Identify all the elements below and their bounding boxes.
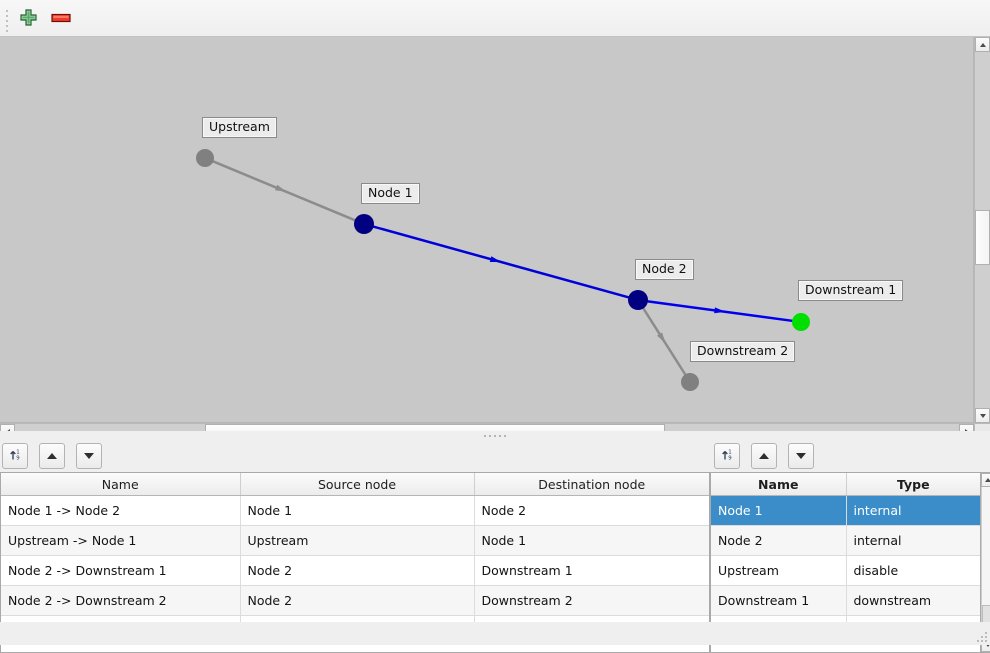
table-cell[interactable]: Downstream 2 <box>474 585 709 616</box>
add-node-button[interactable] <box>16 8 40 30</box>
table-cell[interactable]: internal <box>846 525 980 556</box>
node-label-text: Node 1 <box>368 185 413 200</box>
graph-node-node2[interactable] <box>628 290 648 310</box>
toolbar-drag-handle[interactable] <box>6 10 10 32</box>
table-cell[interactable]: Upstream <box>711 555 847 586</box>
nodes-move-up-button[interactable] <box>750 443 777 469</box>
scroll-up-button[interactable] <box>975 37 990 52</box>
nodes-sort-button[interactable]: 1 9 <box>714 443 740 469</box>
table-cell[interactable]: Downstream 1 <box>711 585 847 616</box>
graph-node-label-upstream[interactable]: Upstream <box>202 117 277 138</box>
triangle-down-icon <box>795 453 806 459</box>
column-header-name[interactable]: Name <box>711 473 847 496</box>
table-cell[interactable]: Node 2 -> Downstream 2 <box>1 585 241 616</box>
sort-arrow-icon: 1 9 <box>8 447 23 465</box>
graph-edge-arrow <box>274 184 287 192</box>
node-label-text: Node 2 <box>642 261 687 276</box>
edges-sort-button[interactable]: 1 9 <box>2 443 28 469</box>
edges-move-down-button[interactable] <box>75 443 102 469</box>
triangle-up-icon <box>46 453 57 459</box>
nodes-toolbar: 1 9 <box>714 443 821 469</box>
plus-icon <box>19 8 38 30</box>
scrollbar-track[interactable] <box>981 487 990 639</box>
column-header-destination-node[interactable]: Destination node <box>474 473 709 496</box>
svg-text:9: 9 <box>16 455 20 461</box>
node-label-text: Downstream 2 <box>697 343 789 358</box>
table-cell[interactable]: Node 2 <box>711 525 847 556</box>
minus-icon <box>51 12 71 27</box>
table-cell[interactable]: Upstream -> Node 1 <box>1 525 241 556</box>
table-cell[interactable]: Node 2 -> Downstream 1 <box>1 555 241 586</box>
graph-node-downstream1[interactable] <box>792 313 810 331</box>
scroll-down-button[interactable] <box>975 408 990 423</box>
triangle-down-icon <box>979 413 986 418</box>
table-cell[interactable]: Node 1 <box>240 495 475 526</box>
graph-node-upstream[interactable] <box>196 149 214 167</box>
pane-splitter[interactable] <box>0 431 990 441</box>
svg-text:1: 1 <box>728 450 731 456</box>
table-cell[interactable]: disable <box>846 555 980 586</box>
triangle-up-icon <box>758 453 769 459</box>
svg-text:1: 1 <box>16 450 19 456</box>
graph-node-label-node1[interactable]: Node 1 <box>361 183 420 204</box>
graph-edge-arrow <box>489 256 502 263</box>
delete-node-button[interactable] <box>49 8 73 30</box>
edges-move-up-button[interactable] <box>38 443 65 469</box>
scrollbar-thumb[interactable] <box>975 210 990 265</box>
graph-node-label-node2[interactable]: Node 2 <box>635 259 694 280</box>
table-cell[interactable]: internal <box>846 495 980 526</box>
svg-text:9: 9 <box>728 455 732 461</box>
table-cell[interactable]: Node 1 <box>711 495 847 526</box>
triangle-down-icon <box>83 453 94 459</box>
splitter-grip <box>484 435 506 437</box>
sort-arrow-icon: 1 9 <box>720 447 735 465</box>
triangle-up-icon <box>985 478 990 482</box>
scroll-up-button[interactable] <box>981 473 990 487</box>
graph-node-downstream2[interactable] <box>681 373 699 391</box>
graph-edge-arrow <box>657 332 666 344</box>
status-bar <box>0 622 990 645</box>
node-label-text: Upstream <box>209 119 270 134</box>
column-header-source-node[interactable]: Source node <box>240 473 475 496</box>
table-cell[interactable]: Node 1 <box>474 525 709 556</box>
graph-node-label-downstream2[interactable]: Downstream 2 <box>690 341 796 362</box>
graph-node-label-downstream1[interactable]: Downstream 1 <box>798 280 904 301</box>
column-header-name[interactable]: Name <box>1 473 241 496</box>
table-cell[interactable]: Downstream 1 <box>474 555 709 586</box>
table-cell[interactable]: Node 2 <box>240 555 475 586</box>
nodes-move-down-button[interactable] <box>787 443 814 469</box>
table-cell[interactable]: Node 2 <box>474 495 709 526</box>
node-label-text: Downstream 1 <box>805 282 897 297</box>
graph-edge-arrow <box>714 307 726 314</box>
window-resize-grip[interactable] <box>977 632 987 642</box>
table-cell[interactable]: downstream <box>846 585 980 616</box>
table-cell[interactable]: Upstream <box>240 525 475 556</box>
table-cell[interactable]: Node 2 <box>240 585 475 616</box>
triangle-up-icon <box>979 42 986 47</box>
edges-toolbar: 1 9 <box>2 443 109 469</box>
table-cell[interactable]: Node 1 -> Node 2 <box>1 495 241 526</box>
column-header-type[interactable]: Type <box>846 473 980 496</box>
canvas-vertical-scrollbar[interactable] <box>974 37 990 423</box>
graph-node-node1[interactable] <box>354 214 374 234</box>
toolbar <box>0 0 990 37</box>
